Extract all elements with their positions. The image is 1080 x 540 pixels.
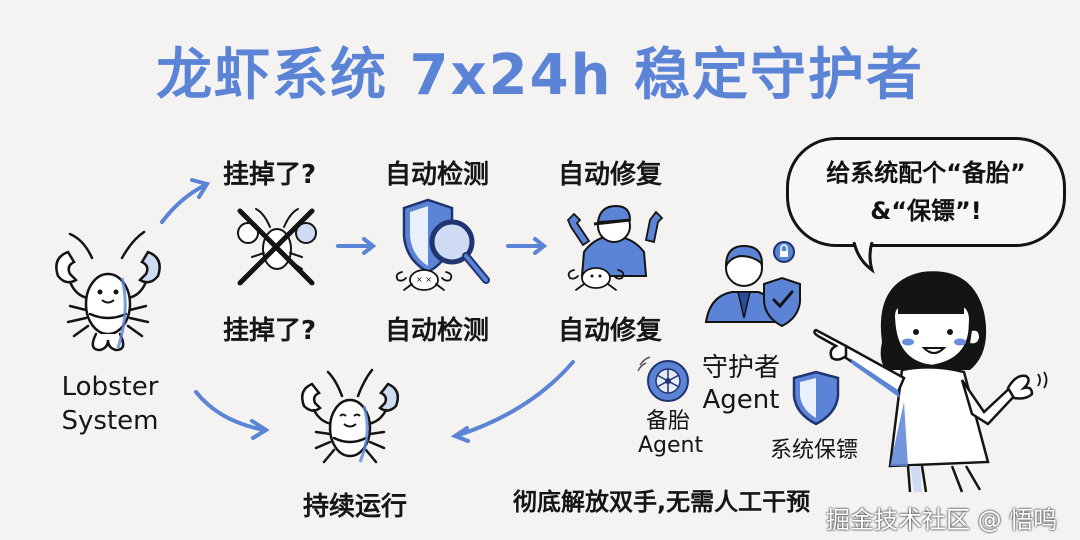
step2-top-label: 自动检测	[385, 160, 490, 190]
guardian-agent-icon	[704, 241, 801, 328]
end-label: 持续运行	[303, 492, 408, 522]
step3-bottom-label: 自动修复	[558, 316, 663, 346]
guardian-agent-label: 守护者 Agent	[702, 353, 781, 415]
lobster-icon	[55, 230, 161, 352]
step2-bottom-label: 自动检测	[385, 316, 490, 346]
bubble-line-1: 给系统配个“备胎”	[826, 159, 1026, 187]
bodyguard-label: 系统保镖	[770, 438, 859, 463]
tire-icon	[637, 356, 689, 402]
girl-illustration	[813, 271, 1048, 493]
backup-agent-label: 备胎 Agent	[638, 409, 704, 458]
svg-text:× ×: × ×	[416, 275, 432, 284]
repair-worker-icon	[566, 204, 664, 291]
arrow-step3-to-end-icon	[454, 360, 575, 438]
footer-tagline: 彻底解放双手,无需人工干预	[513, 488, 811, 516]
speech-bubble-tail	[852, 237, 875, 274]
step1-top-label: 挂掉了?	[223, 160, 317, 190]
shield-magnifier-icon: × ×	[395, 198, 490, 291]
arrow-start-to-step1-icon	[160, 183, 207, 224]
happy-lobster-icon	[301, 368, 399, 464]
page-title: 龙虾系统 7x24h 稳定守护者	[156, 43, 924, 108]
bubble-line-2: &“保镖”!	[870, 197, 982, 225]
watermark: 掘金技术社区 @ 悟鸣	[826, 506, 1058, 534]
crossed-out-lobster-icon	[237, 208, 317, 286]
speech-bubble: 给系统配个“备胎” &“保镖”!	[786, 137, 1066, 247]
step1-bottom-label: 挂掉了?	[223, 316, 317, 346]
step3-top-label: 自动修复	[558, 160, 663, 190]
arrow-start-to-end-icon	[194, 390, 267, 432]
shield-icon	[792, 370, 840, 426]
start-label: Lobster System	[61, 372, 159, 436]
